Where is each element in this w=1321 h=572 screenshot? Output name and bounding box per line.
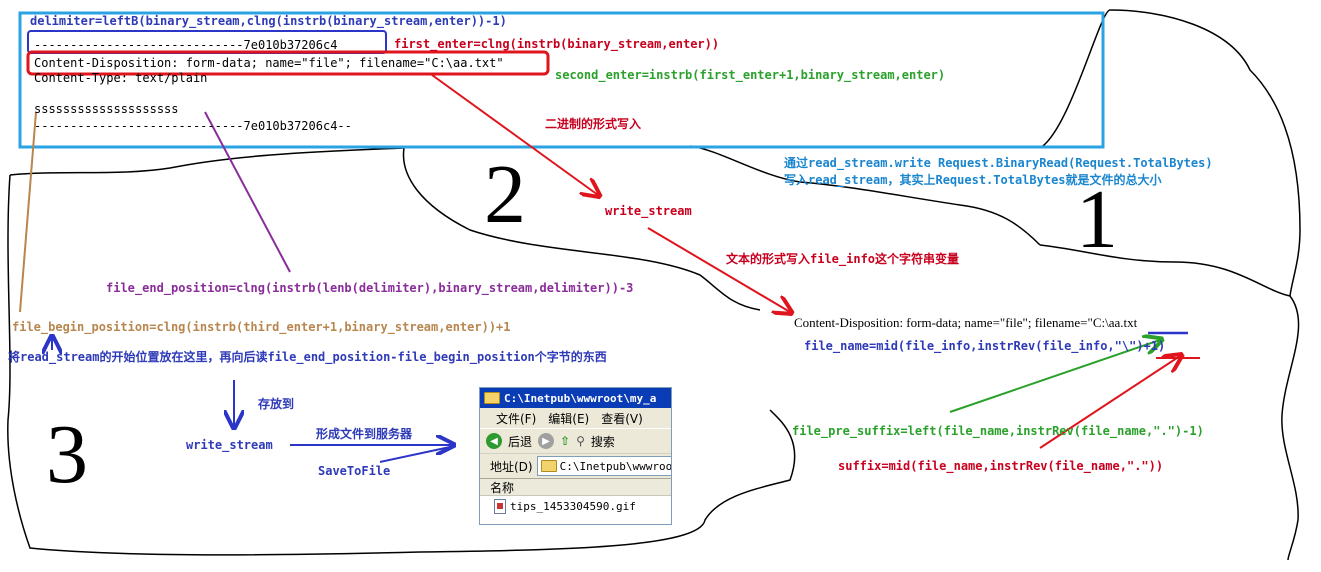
address-input[interactable]: C:\Inetpub\wwwroot\: [536, 456, 672, 476]
file-name-formula: file_name=mid(file_info,instrRev(file_in…: [804, 339, 1166, 353]
file-list: 名称 tips_1453304590.gif: [480, 478, 671, 524]
folder-icon: [484, 392, 500, 404]
save-to-file-label: SaveToFile: [318, 464, 391, 478]
forward-arrow-icon[interactable]: ▶: [538, 433, 555, 449]
explorer-menubar: 文件(F) 编辑(E) 查看(V): [480, 408, 671, 428]
region-outline-lower: [7, 174, 796, 556]
explorer-titlebar: C:\Inetpub\wwwroot\my_a: [480, 388, 671, 408]
explorer-toolbar: ◀ 后退 ▶ ⇧ ⚲ 搜索: [480, 428, 671, 453]
write-stream-label: write_stream: [605, 204, 692, 218]
line-file-end: [204, 111, 291, 273]
region-outline-right: [1039, 244, 1300, 561]
end-boundary-line: -----------------------------7e010b37206…: [34, 119, 352, 133]
form-file-label: 形成文件到服务器: [316, 427, 413, 441]
region-outline-left: [9, 147, 405, 176]
read-stream-write-note: 通过read_stream.write Request.BinaryRead(R…: [784, 156, 1213, 170]
up-folder-icon[interactable]: ⇧: [560, 434, 571, 448]
address-folder-icon: [540, 460, 557, 472]
gif-file-icon: [494, 498, 506, 514]
arrow-binary-write: [431, 74, 598, 195]
region-outline-topright: [1039, 9, 1301, 297]
arrow-pre-suffix: [949, 340, 1160, 413]
explorer-title: C:\Inetpub\wwwroot\my_a: [504, 391, 657, 405]
step-number-1: 1: [1076, 173, 1118, 266]
arrow-text-write: [647, 227, 790, 312]
search-button[interactable]: 搜索: [590, 434, 615, 449]
content-type-line: Content-Type: text/plain: [34, 71, 208, 85]
name-column-label: 名称: [490, 480, 515, 495]
text-write-label: 文本的形式写入file_info这个字符串变量: [726, 252, 960, 266]
content-disposition-line: Content-Disposition: form-data; name="fi…: [34, 56, 504, 70]
file-end-position-formula: file_end_position=clng(instrb(lenb(delim…: [106, 281, 634, 295]
read-stream-position-note: 将read_stream的开始位置放在这里，再向后读file_end_posit…: [8, 350, 607, 364]
boundary-line: -----------------------------7e010b37206…: [34, 38, 338, 52]
menu-file[interactable]: 文件(F): [496, 411, 537, 426]
file-info-value: Content-Disposition: form-data; name="fi…: [794, 315, 1138, 330]
back-arrow-icon[interactable]: ◀: [486, 433, 502, 449]
total-bytes-note: 写入read_stream，其实上Request.TotalBytes就是文件的…: [784, 173, 1162, 187]
address-label: 地址(D): [490, 459, 533, 474]
region-outline-upper: [402, 147, 761, 311]
first-enter-formula: first_enter=clng(instrb(binary_stream,en…: [394, 37, 720, 51]
delimiter-formula: delimiter=leftB(binary_stream,clng(instr…: [30, 14, 507, 28]
step-number-2: 2: [484, 148, 526, 241]
explorer-addressbar: 地址(D) C:\Inetpub\wwwroot\: [480, 453, 671, 478]
file-begin-position-formula: file_begin_position=clng(instrb(third_en…: [12, 320, 511, 334]
file-list-item[interactable]: tips_1453304590.gif: [480, 496, 671, 516]
arrow-suffix: [1039, 356, 1180, 449]
second-enter-formula: second_enter=instrb(first_enter+1,binary…: [555, 68, 946, 82]
disposition-highlight: [26, 50, 550, 76]
step-number-3: 3: [46, 408, 88, 501]
line-file-begin: [19, 111, 37, 313]
write-stream-bottom-label: write_stream: [186, 438, 273, 452]
binary-write-label: 二进制的形式写入: [545, 117, 642, 131]
menu-view[interactable]: 查看(V): [601, 411, 643, 426]
address-value: C:\Inetpub\wwwroot\: [559, 459, 672, 473]
explorer-window: C:\Inetpub\wwwroot\my_a 文件(F) 编辑(E) 查看(V…: [479, 387, 672, 525]
region-outline-inner: [689, 145, 1041, 246]
file-pre-suffix-formula: file_pre_suffix=left(file_name,instrRev(…: [792, 424, 1204, 438]
store-to-label: 存放到: [258, 397, 295, 411]
back-button[interactable]: 后退: [508, 434, 533, 449]
search-icon[interactable]: ⚲: [576, 434, 585, 448]
arrow-savetofile: [379, 446, 451, 463]
suffix-formula: suffix=mid(file_name,instrRev(file_name,…: [838, 459, 1164, 473]
menu-edit[interactable]: 编辑(E): [548, 411, 590, 426]
name-column-header[interactable]: 名称: [480, 479, 671, 496]
file-item-name: tips_1453304590.gif: [510, 499, 636, 513]
request-box: [18, 11, 1105, 149]
body-text: ssssssssssssssssssss: [34, 102, 179, 116]
